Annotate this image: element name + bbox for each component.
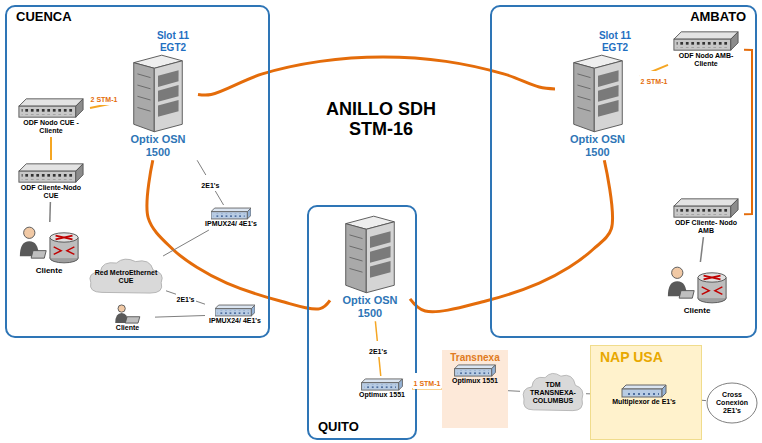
- odf-icon: [18, 97, 84, 119]
- mux-icon: [360, 378, 404, 391]
- link-line: [640, 65, 668, 77]
- odf-label: ODF Nodo AMB- Cliente: [670, 52, 742, 68]
- odf-panel: ODF Cliente-Nodo CUE: [12, 160, 90, 202]
- odf-panel: ODF Nodo AMB- Cliente: [668, 28, 744, 70]
- ring-title: ANILLO SDH STM-16: [326, 100, 436, 140]
- network-cloud: Red MetroEthernet CUE: [86, 256, 166, 298]
- mux-device: IPMUX24/ 4E1's: [205, 302, 265, 327]
- mux-device: Optimux 1551: [352, 376, 412, 401]
- server-icon: [570, 53, 626, 133]
- mux-device: IPMUX24/ 4E1's: [200, 205, 262, 230]
- link-line: [197, 160, 223, 205]
- sdh-node: Optix OSN 1500: [330, 212, 410, 321]
- client-label: Cliente: [116, 324, 139, 332]
- person-icon: [114, 304, 142, 324]
- site-region: NAP USA Multiplexor de E1's: [590, 345, 702, 440]
- carrier-name: Transnexa: [450, 352, 499, 364]
- client-site: Cliente: [100, 302, 155, 334]
- network-cloud: TDM TRANSNEXA- COLUMBUS: [520, 370, 586, 416]
- site-region: AMBATO Slot 11 EGT2Optix OSN 1500 ODF Nodo…: [490, 5, 757, 338]
- link-line: [49, 202, 51, 222]
- cross-connect: Cross Conexión 2E1's: [706, 382, 758, 424]
- region-title: NAP USA: [600, 349, 663, 365]
- link-line: [90, 102, 118, 108]
- link-line: [375, 321, 380, 376]
- link-label: 1 STM-1: [414, 380, 441, 387]
- mux-icon: [453, 364, 497, 377]
- region-title: CUENCA: [16, 10, 72, 25]
- server-icon: [342, 214, 398, 294]
- ring-title-text: ANILLO SDH STM-16: [326, 100, 436, 140]
- client-icon: [18, 224, 80, 266]
- link-label-patch: 2E1's: [368, 341, 388, 357]
- odf-icon: [18, 162, 84, 184]
- cloud-label: TDM TRANSNEXA- COLUMBUS: [528, 381, 578, 405]
- link-line: [50, 137, 52, 160]
- region-title: AMBATO: [690, 10, 746, 25]
- mux-label: IPMUX24/ 4E1's: [209, 317, 261, 325]
- odf-label: ODF Nodo CUE - Cliente: [14, 119, 88, 135]
- link-line: [508, 390, 520, 392]
- mux-icon: [609, 384, 679, 398]
- mux-icon: [215, 304, 255, 317]
- link-label: 2E1's: [369, 348, 387, 355]
- odf-icon: [673, 197, 739, 219]
- sdh-node: Slot 11 EGT2Optix OSN 1500: [118, 28, 198, 160]
- mux-label: Multiplexor de E1's: [612, 398, 676, 406]
- link-label-patch: 2E1's: [175, 289, 195, 305]
- odf-label: ODF Cliente- Nodo AMB: [670, 219, 742, 235]
- link-label: 2 STM-1: [91, 96, 118, 103]
- client-label: Cliente: [684, 306, 711, 315]
- client-site: Cliente: [660, 262, 734, 317]
- link-line: [163, 230, 209, 256]
- mux-label: Optimux 1551: [452, 377, 498, 385]
- link-label-patch: 2 STM-1: [640, 71, 669, 87]
- mux-icon: [211, 207, 251, 220]
- odf-icon: [673, 30, 739, 52]
- odf-label: ODF Cliente-Nodo CUE: [14, 184, 88, 200]
- link-line: [700, 237, 703, 262]
- carrier-box: TransnexaOptimux 1551: [442, 350, 508, 428]
- link-label: 2E1's: [201, 182, 219, 189]
- site-region: QUITO Optix OSN 1500Optimux 1551: [307, 205, 417, 440]
- link-label-patch: 2 STM-1: [90, 89, 119, 105]
- ring-link: [198, 57, 555, 95]
- link-label: 2E1's: [176, 296, 194, 303]
- sdh-node: Slot 11 EGT2Optix OSN 1500: [555, 28, 640, 160]
- site-region: CUENCASlot 11 EGT2Optix OSN 1500ODF Nodo…: [5, 5, 270, 338]
- link-label-patch: 2E1's: [200, 175, 220, 191]
- ring-link: [147, 160, 330, 309]
- link-label: 2 STM-1: [641, 78, 668, 85]
- link-line: [744, 50, 752, 215]
- device-name: Optix OSN 1500: [557, 133, 638, 158]
- client-label: Cliente: [36, 266, 63, 275]
- device-name: Optix OSN 1500: [120, 133, 196, 158]
- client-icon: [666, 264, 728, 306]
- odf-panel: ODF Cliente- Nodo AMB: [668, 195, 744, 237]
- mux-label: IPMUX24/ 4E1's: [205, 220, 257, 228]
- slot-label: Slot 11 EGT2: [592, 30, 638, 53]
- link-line: [155, 316, 205, 318]
- region-title: QUITO: [318, 420, 359, 435]
- link-line: [166, 291, 205, 304]
- slot-label: Slot 11 EGT2: [150, 30, 196, 53]
- cross-connect-label: Cross Conexión 2E1's: [714, 391, 750, 415]
- mux-device: Multiplexor de E1's: [598, 382, 690, 408]
- device-name: Optix OSN 1500: [332, 294, 408, 319]
- ring-link: [410, 160, 613, 312]
- odf-panel: ODF Nodo CUE - Cliente: [12, 95, 90, 137]
- cloud-label: Red MetroEthernet CUE: [94, 269, 158, 285]
- client-site: Cliente: [12, 222, 86, 277]
- server-icon: [130, 53, 186, 133]
- mux-label: Optimux 1551: [359, 391, 405, 399]
